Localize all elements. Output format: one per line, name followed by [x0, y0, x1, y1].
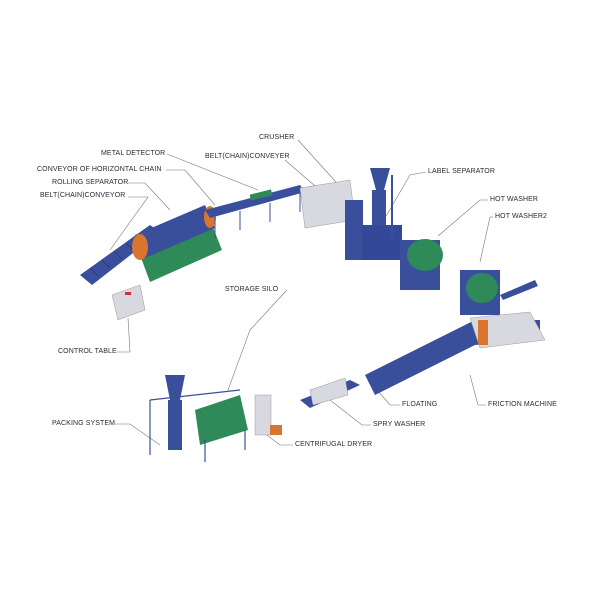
label-label-separator: LABEL SEPARATOR [428, 168, 495, 175]
hot-washer-unit [400, 239, 538, 315]
spry-washer-unit [300, 377, 360, 408]
packing-storage-unit [149, 375, 248, 462]
label-belt-chain-conveyer: BELT(CHAIN)CONVEYER [205, 153, 290, 160]
label-rolling-separator: ROLLING SEPARATOR [52, 179, 129, 186]
label-belt-chain-conveyor: BELT(CHAIN)CONVEYOR [40, 192, 126, 199]
control-table-unit [111, 284, 146, 321]
rolling-separator [132, 205, 222, 282]
leader-lines [109, 139, 493, 446]
label-storage-silo: STORAGE SILO [225, 286, 279, 293]
label-separator-unit [362, 168, 402, 260]
label-conveyor-horizontal-chain: CONVEYOR OF HORIZONTAL CHAIN [37, 166, 162, 173]
centrifugal-dryer-unit [254, 394, 282, 436]
label-spry-washer: SPRY WASHER [373, 421, 426, 428]
horizontal-chain-conveyor [205, 185, 305, 238]
friction-floating-unit [365, 311, 546, 395]
label-hot-washer: HOT WASHER [490, 196, 539, 203]
label-packing-system: PACKING SYSTEM [52, 420, 116, 427]
label-floating: FLOATING [402, 401, 438, 408]
label-control-table: CONTROL TABLE [58, 348, 117, 355]
label-centrifugal-dryer: CENTRIFUGAL DRYER [295, 441, 373, 448]
crusher-unit [299, 179, 363, 260]
label-friction-machine: FRICTION MACHINE [488, 401, 557, 408]
label-crusher: CRUSHER [259, 134, 295, 141]
label-hot-washer2: HOT WASHER2 [495, 213, 548, 220]
label-metal-detector: METAL DETECTOR [101, 150, 166, 157]
